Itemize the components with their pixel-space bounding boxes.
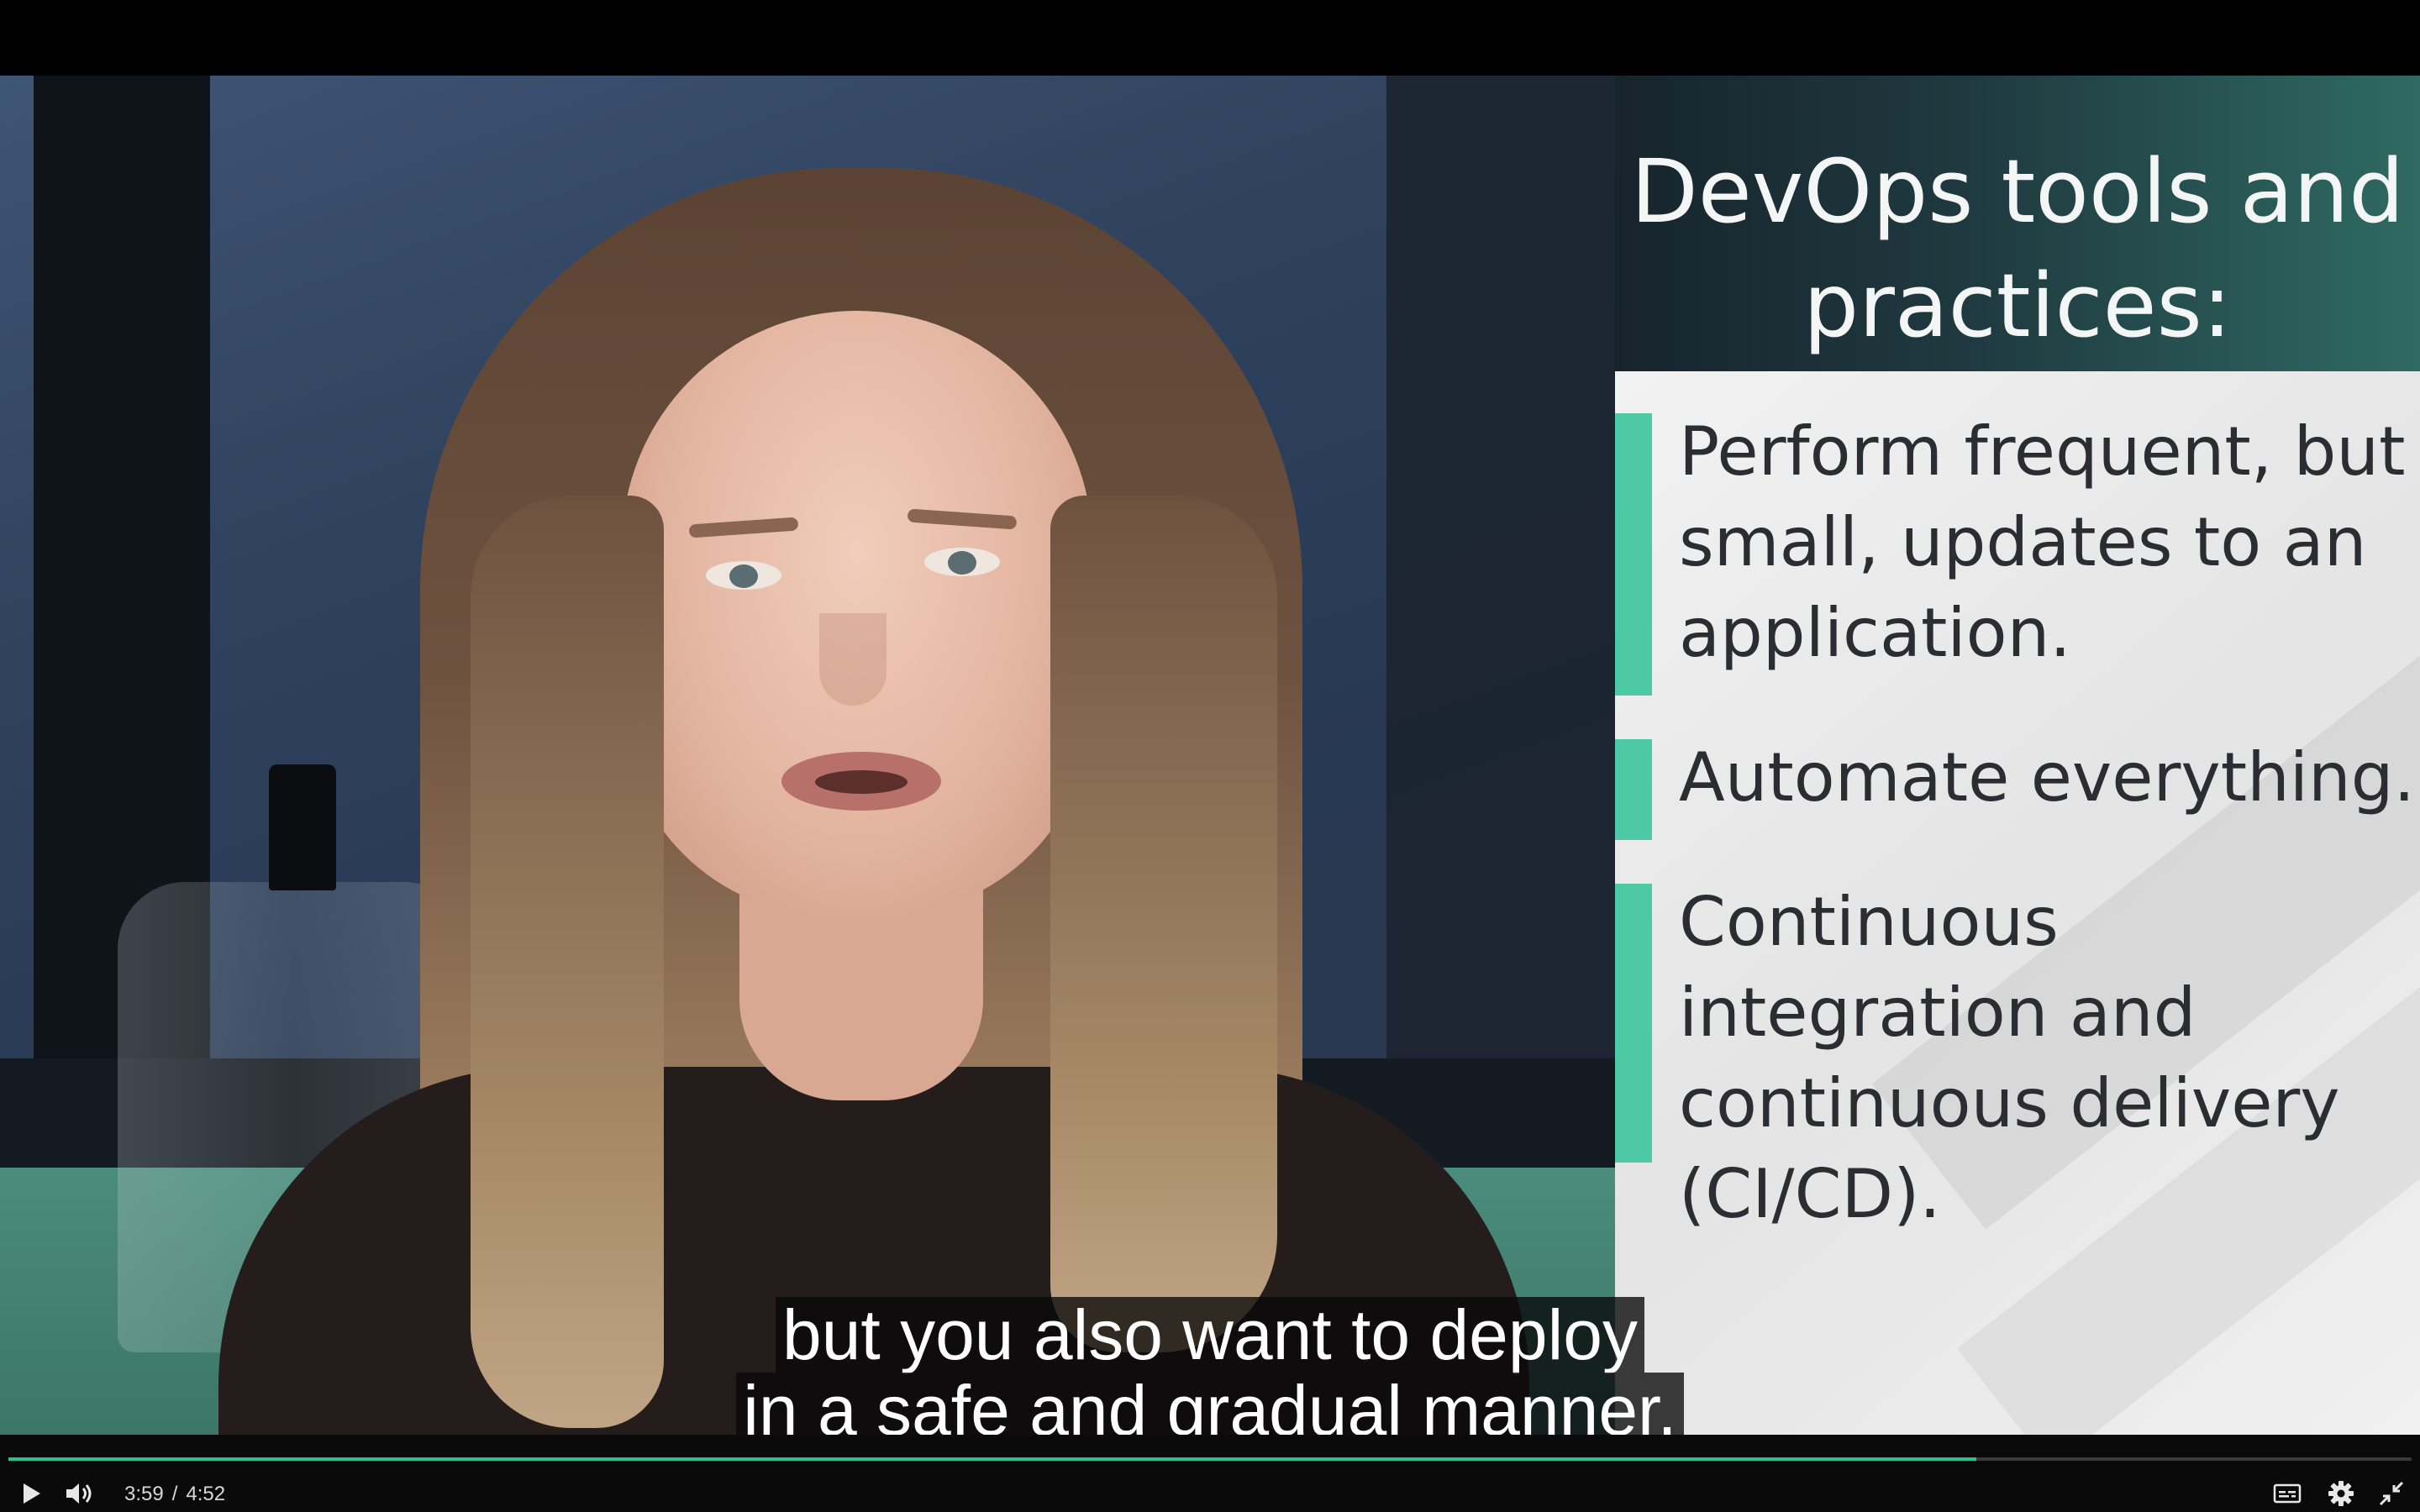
player-controls: 3:59 / 4:52 xyxy=(0,1435,2420,1512)
exit-fullscreen-icon xyxy=(2379,1481,2404,1506)
captions-button[interactable] xyxy=(2269,1477,2306,1510)
presenter-hair-front xyxy=(471,496,664,1428)
current-time: 3:59 xyxy=(124,1483,164,1505)
nose xyxy=(819,613,886,706)
bullet-bar xyxy=(1615,739,1652,840)
bullet-text: Perform frequent, but small, updates to … xyxy=(1679,412,2406,672)
subtitles: but you also want to deploy in a safe an… xyxy=(0,1297,2420,1448)
slide-bullet: Continuous integration and continuous de… xyxy=(1615,883,2420,1233)
slide-bullet: Automate everything. xyxy=(1615,738,2420,840)
mouth xyxy=(781,752,941,811)
play-button[interactable] xyxy=(15,1477,49,1510)
volume-button[interactable] xyxy=(60,1477,99,1510)
bullet-text: Automate everything. xyxy=(1679,738,2415,816)
window-frame xyxy=(1386,76,1622,1126)
bullet-text: Continuous integration and continuous de… xyxy=(1679,883,2340,1233)
slide-body xyxy=(1615,371,2420,1435)
bottle-cap xyxy=(269,764,336,890)
subtitle-line: but you also want to deploy xyxy=(775,1297,1644,1373)
volume-icon xyxy=(66,1483,92,1504)
window-frame xyxy=(34,76,210,1168)
eye xyxy=(706,561,781,590)
time-display: 3:59 / 4:52 xyxy=(124,1482,225,1507)
gear-icon xyxy=(2328,1481,2354,1506)
closed-captions-icon xyxy=(2273,1483,2302,1504)
letterbox-top xyxy=(0,0,2420,76)
settings-button[interactable] xyxy=(2323,1477,2360,1510)
eye xyxy=(924,548,1000,576)
play-icon xyxy=(24,1483,40,1504)
time-separator: / xyxy=(171,1483,178,1505)
presenter-hair-front xyxy=(1050,496,1277,1352)
bullet-bar xyxy=(1615,413,1652,696)
slide-header xyxy=(1615,76,2420,371)
slide-bullet: Perform frequent, but small, updates to … xyxy=(1615,412,2420,696)
duration: 4:52 xyxy=(186,1483,226,1505)
slide-title: DevOps tools and practices: xyxy=(1630,140,2405,357)
progress-fill xyxy=(8,1457,1977,1461)
exit-fullscreen-button[interactable] xyxy=(2375,1477,2408,1510)
presenter-face xyxy=(622,311,1092,916)
bullet-bar xyxy=(1615,884,1652,1163)
video-frame[interactable]: DevOps tools and practices: Perform freq… xyxy=(0,76,2420,1435)
progress-bar[interactable] xyxy=(8,1457,2412,1461)
